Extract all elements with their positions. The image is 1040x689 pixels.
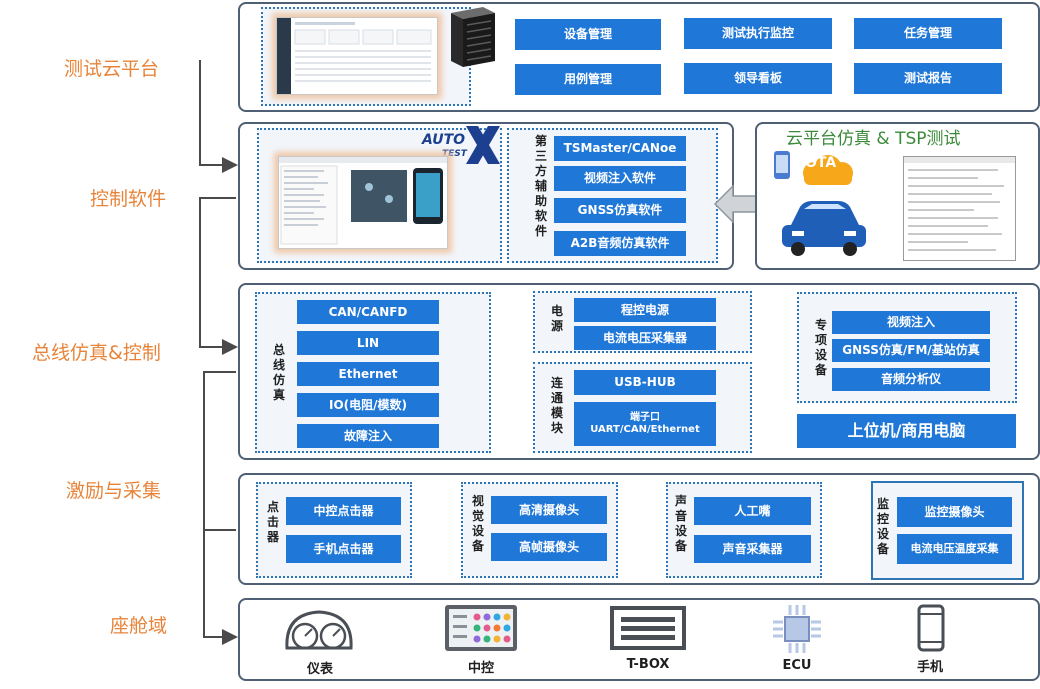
- layer-label-cloud: 测试云平台: [64, 58, 160, 80]
- layer-label-control: 控制软件: [90, 188, 167, 210]
- power-label: 电源: [550, 304, 563, 333]
- lin-button[interactable]: LIN: [297, 331, 439, 355]
- autotest-logo-text: AUTO: [421, 132, 465, 148]
- hd-camera-button[interactable]: 高清摄像头: [491, 496, 607, 524]
- cabin-device-label-center: 中控: [467, 661, 494, 676]
- leader-dashboard-button[interactable]: 领导看板: [684, 63, 832, 94]
- high-fps-camera-button[interactable]: 高帧摄像头: [491, 533, 607, 561]
- cabin-device-label-ecu: ECU: [782, 658, 812, 673]
- infotainment-icon: [443, 603, 519, 653]
- layer-label-stimulus: 激励与采集: [66, 480, 162, 502]
- monitoring-camera-button[interactable]: 监控摄像头: [897, 497, 1012, 527]
- cloud-sim-tsp-title: 云平台仿真 & TSP测试: [786, 129, 961, 149]
- connectivity-label: 连通模块: [550, 376, 563, 435]
- ethernet-button[interactable]: Ethernet: [297, 362, 439, 386]
- current-voltage-temp-collector-button[interactable]: 电流电压温度采集: [897, 534, 1012, 564]
- bus-sim-label: 总线仿真: [272, 343, 285, 402]
- layer-label-cabin: 座舱域: [110, 615, 168, 637]
- gnss-fm-base-station-button[interactable]: GNSS仿真/FM/基站仿真: [832, 339, 990, 362]
- center-console-clicker-button[interactable]: 中控点击器: [286, 497, 401, 525]
- monitoring-box: [871, 481, 1024, 580]
- tbox-icon: [609, 605, 687, 651]
- special-equipment-label: 专项设备: [814, 318, 827, 377]
- autotest-logo: AUTO TEST: [420, 124, 500, 166]
- fault-injection-button[interactable]: 故障注入: [297, 424, 439, 448]
- programmable-power-button[interactable]: 程控电源: [574, 298, 716, 322]
- tsmaster-canoe-button[interactable]: TSMaster/CANoe: [554, 136, 686, 161]
- audio-label: 声音设备: [674, 494, 687, 553]
- gauge-cluster-icon: [283, 604, 355, 654]
- gnss-sim-software-button[interactable]: GNSS仿真软件: [554, 198, 686, 223]
- layer-label-bus: 总线仿真&控制: [32, 342, 161, 364]
- task-management-button[interactable]: 任务管理: [854, 18, 1002, 49]
- ota-badge: OTA: [805, 155, 837, 171]
- current-voltage-collector-button[interactable]: 电流电压采集器: [574, 326, 716, 350]
- a2b-audio-sim-button[interactable]: A2B音频仿真软件: [554, 231, 686, 256]
- third-party-software-label: 第三方辅助软件: [534, 134, 547, 238]
- artificial-mouth-button[interactable]: 人工嘴: [694, 497, 811, 525]
- phone-clicker-button[interactable]: 手机点击器: [286, 535, 401, 563]
- cabin-device-label-phone: 手机: [916, 660, 943, 675]
- test-report-button[interactable]: 测试报告: [854, 63, 1002, 94]
- monitoring-label: 监控设备: [876, 497, 889, 556]
- device-management-button[interactable]: 设备管理: [515, 19, 661, 50]
- can-canfd-button[interactable]: CAN/CANFD: [297, 300, 439, 324]
- host-pc-button[interactable]: 上位机/商用电脑: [797, 414, 1016, 448]
- chip-icon: [771, 603, 823, 655]
- phone-icon: [917, 604, 945, 652]
- usb-hub-button[interactable]: USB-HUB: [574, 370, 716, 395]
- control-software-thumbnail: [278, 156, 448, 249]
- terminal-port-button[interactable]: 端子口 UART/CAN/Ethernet: [574, 402, 716, 446]
- tsp-test-thumbnail: [903, 156, 1016, 261]
- vision-label: 视觉设备: [471, 494, 484, 553]
- cloud-dashboard-thumbnail: [276, 17, 438, 95]
- clicker-label: 点击器: [266, 500, 279, 544]
- cabin-device-label-cluster: 仪表: [306, 662, 333, 677]
- case-management-button[interactable]: 用例管理: [515, 64, 661, 95]
- cabin-device-label-tbox: T-BOX: [626, 657, 670, 672]
- io-button[interactable]: IO(电阻/模数): [297, 393, 439, 417]
- sound-collector-button[interactable]: 声音采集器: [694, 535, 811, 563]
- video-injection-button[interactable]: 视频注入: [832, 311, 990, 334]
- video-injection-software-button[interactable]: 视频注入软件: [554, 166, 686, 191]
- test-execution-monitor-button[interactable]: 测试执行监控: [684, 18, 832, 49]
- audio-analyzer-button[interactable]: 音频分析仪: [832, 368, 990, 391]
- svg-text:TEST: TEST: [442, 149, 468, 159]
- server-rack-icon: [445, 5, 497, 69]
- ota-car-illustration: [772, 147, 867, 261]
